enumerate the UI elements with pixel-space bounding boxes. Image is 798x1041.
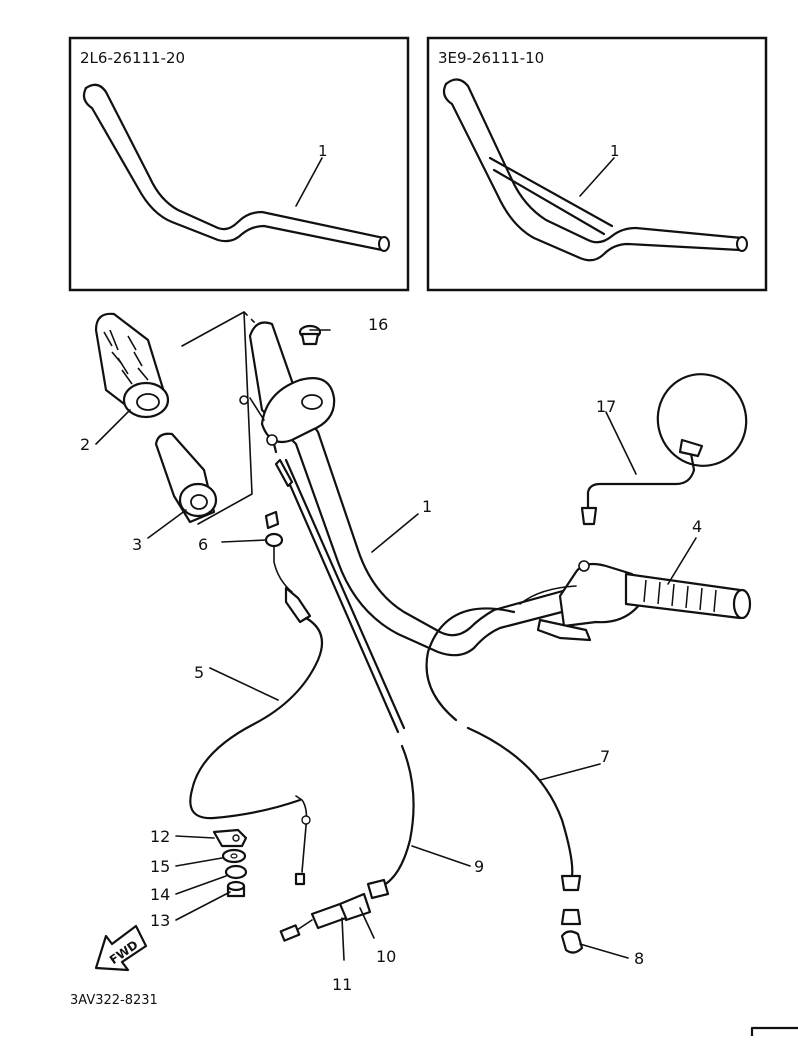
forward-arrow-icon: FWD bbox=[94, 924, 148, 972]
diagram-code: 3AV322-8231 bbox=[70, 993, 158, 1008]
callout-17: 17 bbox=[596, 397, 616, 416]
clutch-lever-assembly bbox=[519, 560, 642, 642]
callout-10: 10 bbox=[376, 947, 396, 966]
inset-left-leader bbox=[295, 157, 323, 207]
cable-end-cap bbox=[560, 930, 584, 954]
inset-right-callout: 1 bbox=[610, 142, 620, 160]
rear-view-mirror bbox=[580, 373, 748, 526]
page-corner-mark bbox=[750, 1026, 798, 1038]
callout-9: 9 bbox=[474, 857, 484, 876]
throttle-cable-upper bbox=[278, 460, 400, 734]
callout-15: 15 bbox=[150, 857, 170, 876]
callout-5: 5 bbox=[194, 663, 204, 682]
inset-right-part-code: 3E9-26111-10 bbox=[438, 49, 544, 67]
main-handlebar bbox=[248, 321, 618, 657]
callout-11: 11 bbox=[332, 975, 352, 994]
callout-4: 4 bbox=[692, 517, 702, 536]
throttle-sleeve bbox=[154, 432, 218, 524]
throttle-housing bbox=[239, 377, 336, 454]
inset-right-panel: 3E9-26111-10 1 bbox=[426, 36, 768, 292]
inset-right-leader bbox=[579, 157, 615, 197]
right-grip bbox=[624, 572, 752, 620]
callout-2: 2 bbox=[80, 435, 90, 454]
inset-right-handlebar bbox=[442, 78, 748, 262]
cap-bolt bbox=[298, 324, 322, 346]
grip-group-bracket bbox=[181, 311, 253, 525]
callout-14: 14 bbox=[150, 885, 170, 904]
callout-leaders bbox=[95, 329, 697, 961]
clutch-cable bbox=[425, 607, 582, 926]
callout-12: 12 bbox=[150, 827, 170, 846]
left-grip bbox=[94, 312, 170, 419]
throttle-cable-lower bbox=[376, 744, 415, 890]
cable-adjuster bbox=[279, 892, 372, 942]
callout-8: 8 bbox=[634, 949, 644, 968]
inset-left-panel: 2L6-26111-20 1 bbox=[68, 36, 410, 292]
callout-6: 6 bbox=[198, 535, 208, 554]
inset-left-part-code: 2L6-26111-20 bbox=[80, 49, 185, 67]
inset-left-callout: 1 bbox=[318, 142, 328, 160]
callout-1: 1 bbox=[422, 497, 432, 516]
callout-3: 3 bbox=[132, 535, 142, 554]
inset-left-handlebar bbox=[82, 83, 390, 252]
callout-16: 16 bbox=[368, 315, 388, 334]
choke-fitting bbox=[264, 510, 293, 593]
callout-13: 13 bbox=[150, 911, 170, 930]
choke-cable bbox=[189, 586, 324, 886]
callout-7: 7 bbox=[600, 747, 610, 766]
clamp-hardware bbox=[212, 828, 248, 898]
